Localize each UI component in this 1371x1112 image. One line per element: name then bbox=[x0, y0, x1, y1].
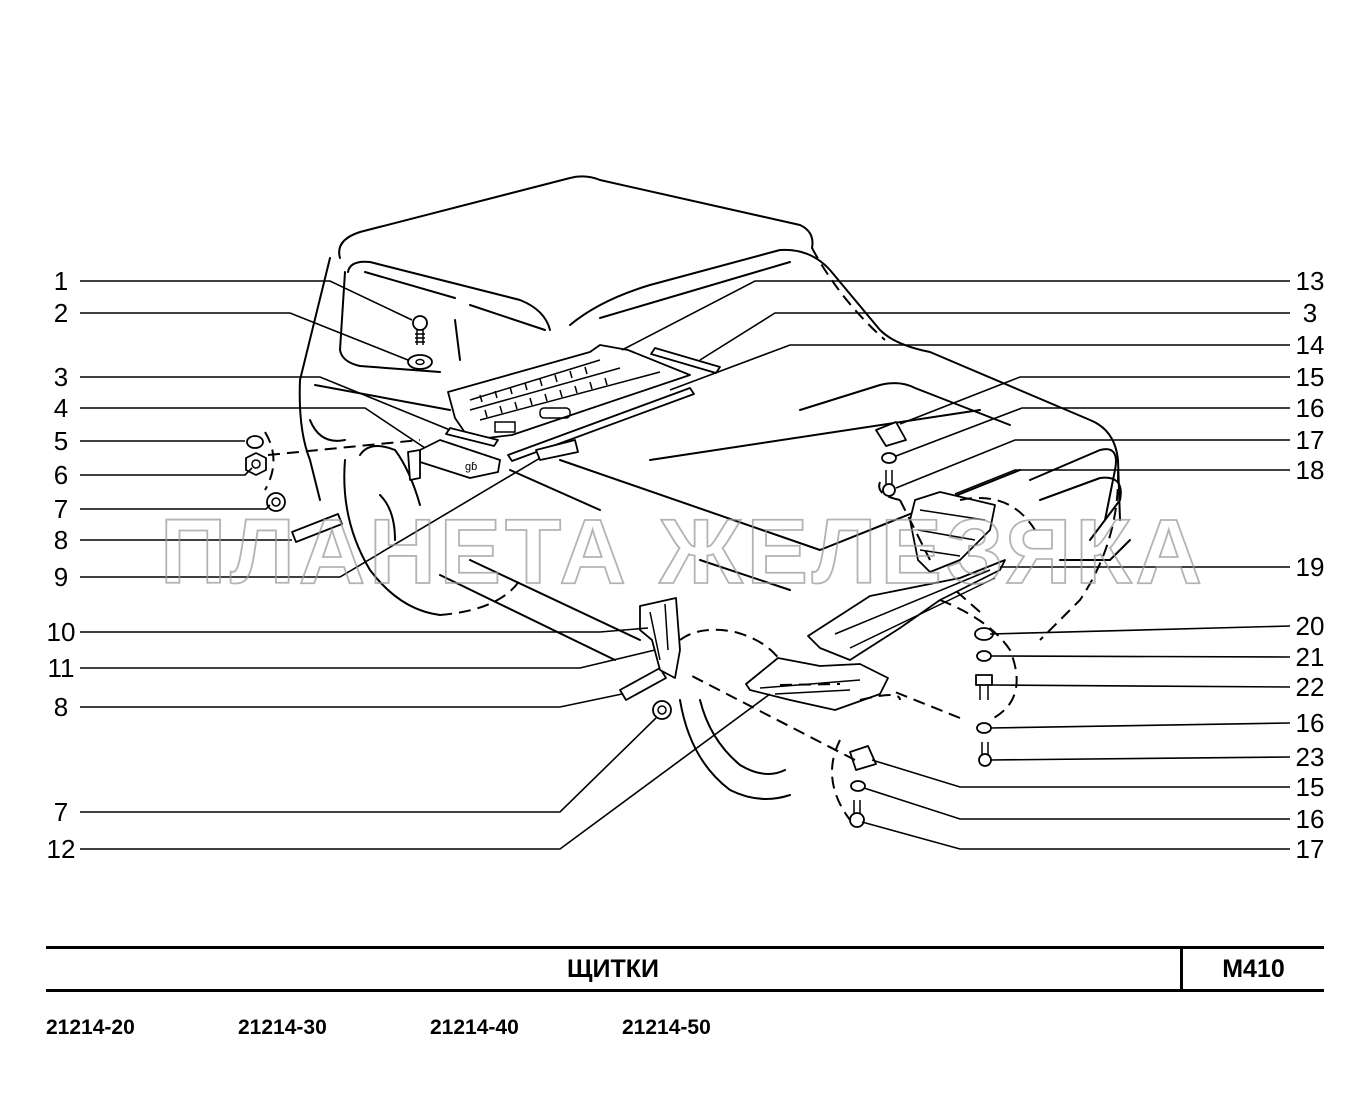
title-divider bbox=[1180, 949, 1183, 989]
callout-9: 9 bbox=[54, 562, 68, 592]
watermark: ПЛАНЕТА ЖЕЛЕЗЯКА bbox=[160, 501, 1206, 603]
callout-16: 16 bbox=[1296, 393, 1325, 423]
part-clip-9 bbox=[535, 439, 579, 461]
callout-8: 8 bbox=[54, 525, 68, 555]
callout-6: 6 bbox=[54, 460, 68, 490]
right-callout-numbers: 13 3 14 15 16 17 18 19 20 21 22 16 23 15… bbox=[1296, 266, 1325, 864]
section-code: M410 bbox=[1222, 955, 1285, 983]
callout-2: 2 bbox=[54, 298, 68, 328]
callout-4: 4 bbox=[54, 393, 68, 423]
callout-7b: 7 bbox=[54, 797, 68, 827]
part-pad-8 bbox=[291, 513, 667, 701]
svg-text:ɡɓ: ɡɓ bbox=[465, 461, 477, 473]
assembly-lines bbox=[264, 431, 1036, 821]
model-code: 21214-30 bbox=[238, 1016, 327, 1039]
callout-14: 14 bbox=[1296, 330, 1325, 360]
callout-7: 7 bbox=[54, 494, 68, 524]
callout-11: 11 bbox=[48, 653, 75, 683]
part-nut-7 bbox=[266, 492, 672, 720]
callout-15b: 15 bbox=[1296, 772, 1325, 802]
callout-15: 15 bbox=[1296, 362, 1325, 392]
callout-23: 23 bbox=[1296, 742, 1325, 772]
page-title: ЩИТКИ bbox=[567, 955, 659, 983]
part-crossmember-19 bbox=[807, 559, 1006, 661]
callout-8b: 8 bbox=[54, 692, 68, 722]
callout-12: 12 bbox=[47, 834, 76, 864]
callout-22: 22 bbox=[1296, 672, 1325, 702]
car-body-outline bbox=[298, 175, 1131, 800]
callout-5: 5 bbox=[54, 426, 68, 456]
part-clip-15 bbox=[849, 421, 907, 771]
callout-17: 17 bbox=[1296, 425, 1325, 455]
part-bracket-4: ɡɓ bbox=[407, 439, 501, 481]
part-washer-5 bbox=[246, 435, 264, 449]
callout-16b: 16 bbox=[1296, 708, 1325, 738]
callout-3: 3 bbox=[54, 362, 68, 392]
leader-lines bbox=[80, 280, 1291, 850]
model-code: 21214-50 bbox=[622, 1016, 711, 1039]
part-engine-shield-12 bbox=[745, 657, 889, 711]
callout-13: 13 bbox=[1296, 266, 1325, 296]
callout-10: 10 bbox=[47, 617, 76, 647]
model-code: 21214-40 bbox=[430, 1016, 519, 1039]
callout-21: 21 bbox=[1296, 642, 1325, 672]
part-seal-14 bbox=[507, 387, 695, 462]
callout-19: 19 bbox=[1296, 552, 1325, 582]
callout-18: 18 bbox=[1296, 455, 1325, 485]
model-code: 21214-20 bbox=[46, 1016, 135, 1039]
left-callout-numbers: 1 2 3 4 5 6 7 8 9 10 11 8 7 12 bbox=[47, 266, 76, 864]
part-washers-16-21 bbox=[850, 452, 994, 792]
callout-1: 1 bbox=[54, 266, 68, 296]
part-bolts-17-22-23 bbox=[849, 470, 993, 828]
part-floor-shield-13 bbox=[447, 344, 691, 441]
part-washer-2 bbox=[407, 354, 433, 370]
callout-20: 20 bbox=[1296, 611, 1325, 641]
part-shield-10-11 bbox=[639, 597, 681, 679]
callout-16c: 16 bbox=[1296, 804, 1325, 834]
callout-3b: 3 bbox=[1303, 298, 1317, 328]
part-bolt-1 bbox=[412, 315, 428, 345]
callout-17b: 17 bbox=[1296, 834, 1325, 864]
part-bracket-18 bbox=[909, 491, 996, 573]
title-block: ЩИТКИ M410 bbox=[46, 946, 1324, 992]
